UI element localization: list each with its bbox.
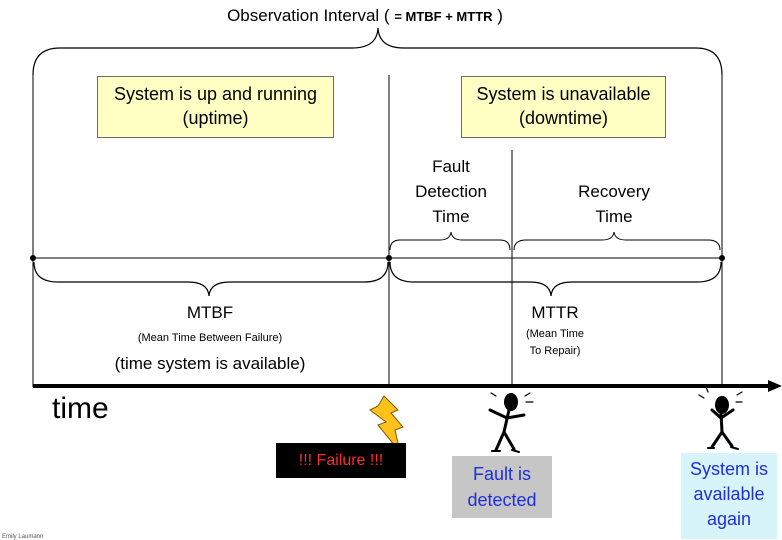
mttr-brace bbox=[389, 261, 722, 297]
uptime-box: System is up and running (uptime) bbox=[97, 76, 334, 138]
system-available-event-label: System is available again bbox=[681, 453, 777, 539]
available-line3: again bbox=[706, 509, 752, 529]
fault-detection-brace bbox=[389, 231, 511, 251]
downtime-box-line2: (downtime) bbox=[518, 108, 609, 128]
available-line2: available bbox=[693, 484, 765, 504]
period-dot-failure bbox=[386, 255, 392, 261]
diagram-title: Observation Interval ( = MTBF + MTTR ) bbox=[150, 6, 580, 26]
author-credit: Emily Laumann bbox=[2, 534, 44, 540]
recovery-line2: Time bbox=[595, 207, 633, 226]
uptime-box-line2: (uptime) bbox=[182, 108, 249, 128]
recovery-line1: Recovery bbox=[578, 182, 650, 201]
recovery-brace bbox=[513, 231, 721, 251]
fault-detection-time-label: Fault Detection Time bbox=[395, 154, 507, 229]
observation-interval-brace bbox=[32, 27, 723, 76]
mtbf-brace bbox=[33, 261, 389, 297]
uptime-box-line1: System is up and running bbox=[113, 84, 318, 104]
title-formula: = MTBF + MTTR bbox=[394, 9, 493, 24]
fault-detected-line2: detected bbox=[467, 490, 537, 510]
recovery-time-label: Recovery Time bbox=[540, 179, 688, 229]
mttr-label: MTTR bbox=[531, 303, 579, 322]
available-line1: System is bbox=[689, 459, 768, 479]
mttr-expansion-line1: (Mean Time bbox=[525, 328, 585, 340]
failure-event-label: !!! Failure !!! bbox=[276, 443, 406, 478]
title-paren-close: ) bbox=[492, 6, 503, 25]
title-paren-open: ( bbox=[379, 6, 395, 25]
mtbf-expansion: (Mean Time Between Failure) bbox=[137, 332, 283, 344]
fault-detected-event-label: Fault is detected bbox=[452, 456, 552, 518]
downtime-box-line1: System is unavailable bbox=[476, 84, 651, 104]
period-dot-left bbox=[30, 255, 36, 261]
time-axis-arrowhead bbox=[768, 380, 782, 392]
stick-figure-surprised-icon bbox=[488, 392, 534, 453]
fault-detected-line1: Fault is bbox=[472, 464, 532, 484]
downtime-box: System is unavailable (downtime) bbox=[461, 76, 666, 138]
stick-figure-happy-icon bbox=[698, 386, 743, 450]
mtbf-label: MTBF bbox=[186, 303, 234, 322]
title-main: Observation Interval bbox=[227, 6, 380, 25]
fault-detection-line2: Detection bbox=[415, 182, 487, 201]
mttr-expansion-line2: To Repair) bbox=[529, 345, 581, 357]
mtbf-note: (time system is available) bbox=[114, 354, 306, 373]
time-axis-label: time bbox=[52, 392, 109, 425]
fault-detection-line3: Time bbox=[432, 207, 470, 226]
mttr-expansion: (Mean Time To Repair) bbox=[505, 326, 605, 360]
fault-detection-line1: Fault bbox=[432, 157, 470, 176]
period-dot-right bbox=[719, 255, 725, 261]
